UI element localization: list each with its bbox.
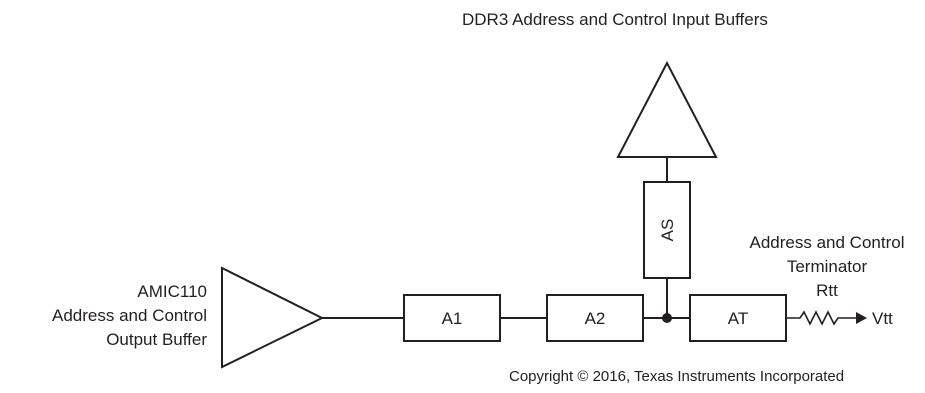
source-label-line-1: AMIC110 <box>137 282 207 301</box>
vtt-arrow-head <box>856 312 867 324</box>
segment-as-label: AS <box>658 219 677 242</box>
segment-at-box <box>689 294 787 342</box>
segment-a2-label: A2 <box>585 309 606 328</box>
segment-a1-label: A1 <box>442 309 463 328</box>
source-buffer-label: AMIC110 Address and Control Output Buffe… <box>52 280 207 352</box>
segment-a1-box <box>403 294 501 342</box>
input-buffers-title: DDR3 Address and Control Input Buffers <box>462 10 768 29</box>
terminator-label-line-1: Address and Control <box>749 233 905 252</box>
output-buffer-triangle <box>221 266 325 369</box>
source-label-line-2: Address and Control <box>52 306 207 325</box>
copyright-notice: Copyright © 2016, Texas Instruments Inco… <box>509 368 845 385</box>
source-label-line-3: Output Buffer <box>106 330 207 349</box>
segment-a2-box <box>546 294 644 342</box>
segment-at-label: AT <box>728 309 748 328</box>
vtt-label: Vtt <box>872 309 893 328</box>
resistor-rtt-zigzag <box>786 310 856 326</box>
terminator-label-line-3: Rtt <box>816 281 838 300</box>
terminator-label: Address and Control Terminator Rtt <box>727 231 925 303</box>
input-buffer-triangle <box>616 60 718 158</box>
terminator-label-line-2: Terminator <box>786 257 868 276</box>
